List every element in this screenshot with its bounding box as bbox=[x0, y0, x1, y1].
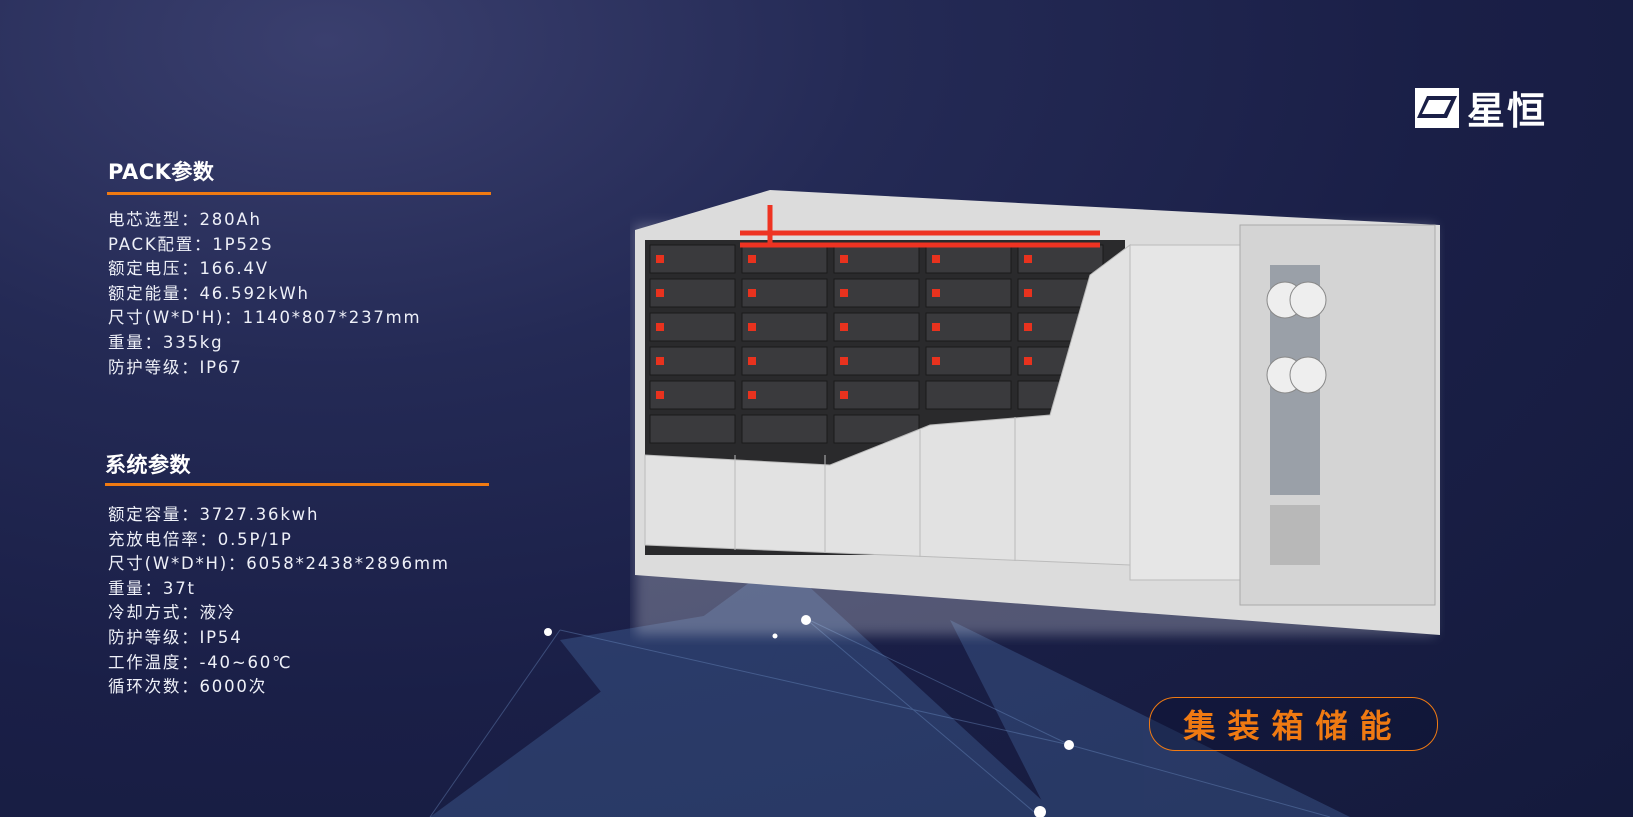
brand-logo: 星恒 bbox=[1415, 80, 1547, 135]
pack-param: 防护等级：IP67 bbox=[108, 357, 243, 377]
system-param: 充放电倍率：0.5P/1P bbox=[108, 529, 293, 549]
logo-text: 星恒 bbox=[1467, 89, 1548, 133]
pack-params-list: 电芯选型：280Ah PACK配置：1P52S 额定电压：166.4V 额定能量… bbox=[108, 208, 421, 380]
system-params-list: 额定容量：3727.36kwh 充放电倍率：0.5P/1P 尺寸(W*D*H)：… bbox=[108, 503, 450, 700]
system-param: 防护等级：IP54 bbox=[108, 627, 243, 647]
system-param: 工作温度：-40~60℃ bbox=[108, 652, 293, 672]
logo-mark-icon bbox=[1415, 87, 1459, 128]
pack-param: 额定能量：46.592kWh bbox=[108, 283, 310, 303]
pack-param: 重量：335kg bbox=[108, 332, 224, 352]
system-param: 尺寸(W*D*H)：6058*2438*2896mm bbox=[108, 554, 450, 574]
container-storage-illustration bbox=[635, 190, 1440, 635]
system-param: 重量：37t bbox=[108, 578, 196, 598]
pack-section-title: PACK参数 bbox=[108, 160, 215, 184]
pack-param: 电芯选型：280Ah bbox=[108, 210, 262, 229]
pack-param: 额定电压：166.4V bbox=[108, 259, 269, 279]
system-param: 循环次数：6000次 bbox=[108, 677, 267, 697]
system-section-title: 系统参数 bbox=[105, 453, 191, 477]
system-param: 额定容量：3727.36kwh bbox=[108, 505, 320, 524]
system-param: 冷却方式：液冷 bbox=[108, 603, 237, 623]
pack-divider bbox=[107, 192, 491, 195]
system-divider bbox=[105, 483, 489, 486]
pack-param: PACK配置：1P52S bbox=[108, 234, 274, 254]
product-badge: 集装箱储能 bbox=[1149, 697, 1438, 751]
pack-param: 尺寸(W*D'H)：1140*807*237mm bbox=[108, 308, 422, 328]
